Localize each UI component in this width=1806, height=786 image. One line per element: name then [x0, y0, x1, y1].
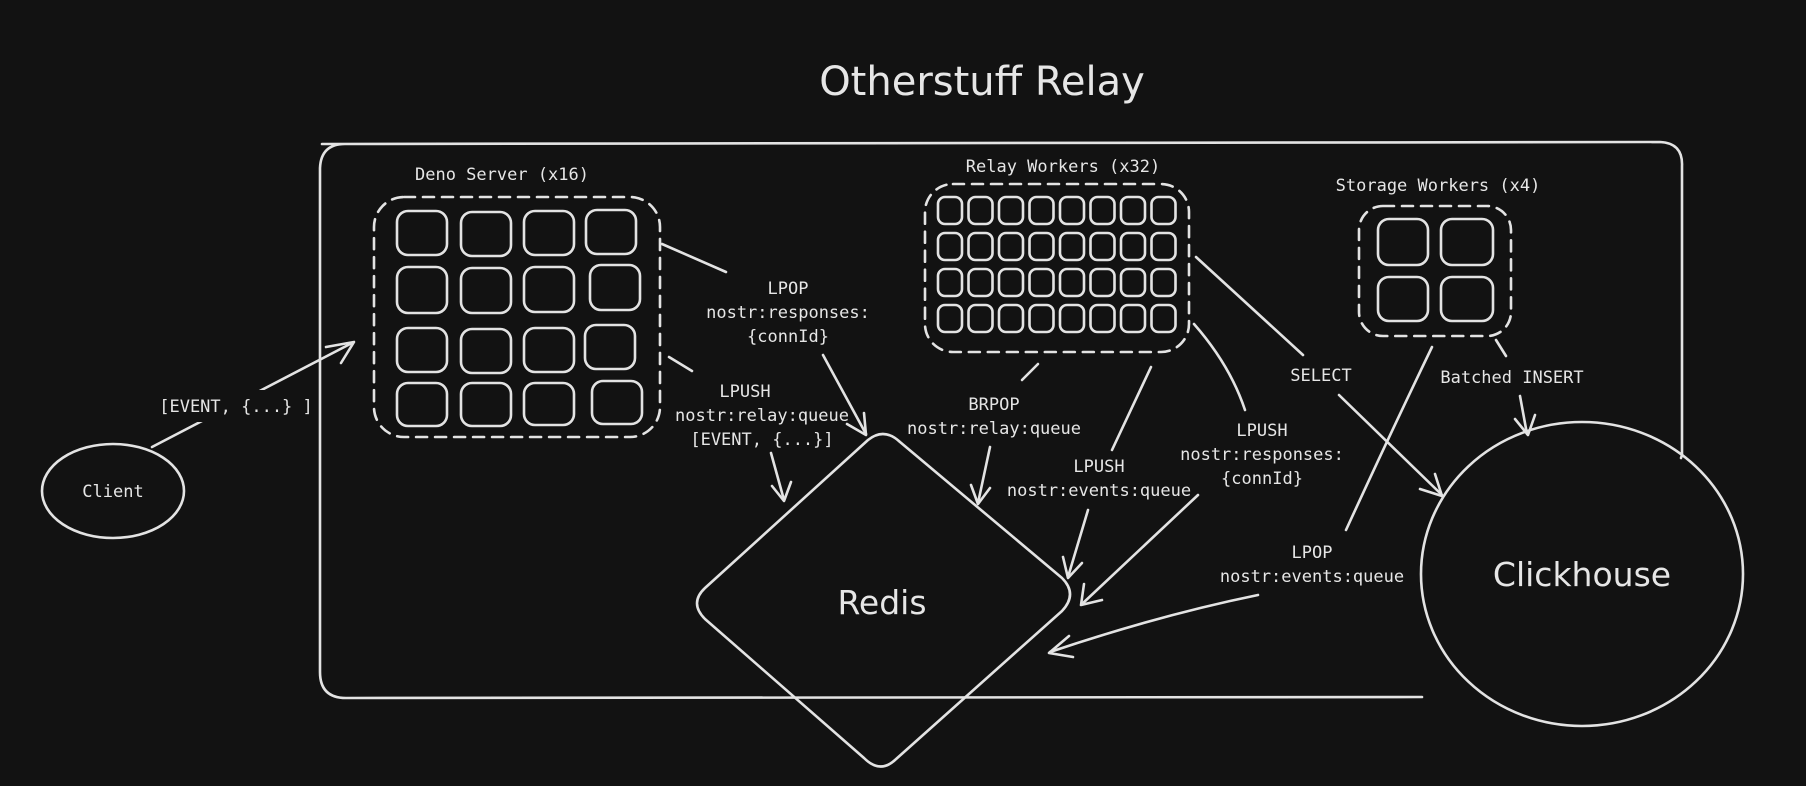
edge-deno-to-redis-lpush: LPUSH nostr:relay:queue [EVENT, {...}] [667, 355, 849, 503]
relay-worker-instance [936, 195, 964, 226]
relay-worker-instances [936, 195, 1177, 334]
deno-server-label: Deno Server (x16) [415, 165, 589, 185]
clickhouse-node [1419, 420, 1745, 728]
edge-label-lpush-relay-1: nostr:relay:queue [675, 406, 849, 426]
storage-workers-label: Storage Workers (x4) [1336, 176, 1541, 196]
relay-worker-instance [1119, 195, 1147, 226]
relay-worker-instance [936, 303, 964, 334]
edge-label-batched-insert: Batched INSERT [1440, 368, 1583, 388]
relay-worker-instance [1089, 267, 1116, 298]
clickhouse-label: Clickhouse [1493, 555, 1671, 594]
relay-worker-instance [1119, 303, 1147, 334]
relay-worker-instance [1150, 195, 1177, 226]
relay-worker-instance [967, 231, 994, 262]
relay-worker-instance [1058, 303, 1086, 334]
relay-worker-instance [1058, 267, 1086, 298]
edge-label-lpush-responses-2: {connId} [1221, 469, 1303, 489]
redis-node [695, 432, 1072, 768]
storage-workers-group [1357, 204, 1513, 338]
edge-label-lpush-responses-0: LPUSH [1236, 421, 1287, 441]
edge-label-lpush-events-1: nostr:events:queue [1007, 481, 1191, 501]
relay-workers-group [923, 182, 1191, 354]
relay-worker-instance [967, 303, 994, 334]
edge-client-to-deno: [EVENT, {...} ] [150, 340, 356, 449]
edge-label-select: SELECT [1290, 366, 1351, 386]
relay-worker-instance [1058, 231, 1086, 262]
client-node [40, 442, 186, 540]
relay-worker-instance [1119, 267, 1147, 298]
edge-label-lpop-responses-2: {connId} [747, 327, 829, 347]
edge-label-lpop-events-1: nostr:events:queue [1220, 567, 1404, 587]
edge-storage-to-redis-lpop-events: LPOP nostr:events:queue [1047, 345, 1434, 659]
edge-label-lpush-events-0: LPUSH [1073, 457, 1124, 477]
edge-label-brpop-0: BRPOP [968, 395, 1019, 415]
client-label: Client [82, 482, 143, 502]
relay-worker-instance [1150, 303, 1177, 334]
relay-worker-instance [1119, 231, 1147, 262]
deno-server-instances [395, 208, 644, 428]
relay-worker-instance [967, 195, 994, 226]
edge-label-lpop-responses-1: nostr:responses: [706, 303, 870, 323]
edge-label-lpush-relay-0: LPUSH [719, 382, 770, 402]
storage-worker-instances [1376, 217, 1495, 323]
relay-worker-instance [997, 195, 1025, 226]
edge-label-brpop-1: nostr:relay:queue [907, 419, 1081, 439]
relay-worker-instance [936, 267, 964, 298]
relay-workers-label: Relay Workers (x32) [966, 157, 1160, 177]
relay-worker-instance [1058, 195, 1086, 226]
edge-redis-to-deno-lpop: LPOP nostr:responses: {connId} [660, 242, 870, 437]
relay-worker-instance [1028, 303, 1055, 334]
relay-worker-instance [1089, 195, 1116, 226]
relay-worker-instance [1150, 267, 1177, 298]
edge-label-lpop-responses-0: LPOP [768, 279, 809, 299]
redis-label: Redis [837, 583, 926, 622]
edge-label-client-event: [EVENT, {...} ] [159, 397, 313, 417]
relay-worker-instance [997, 267, 1025, 298]
edge-label-lpush-relay-2: [EVENT, {...}] [690, 430, 833, 450]
edge-relay-workers-lpush-responses: LPUSH nostr:responses: {connId} [1079, 322, 1344, 607]
edge-label-lpush-responses-1: nostr:responses: [1180, 445, 1344, 465]
relay-worker-instance [936, 231, 964, 262]
relay-worker-instance [1028, 231, 1055, 262]
relay-worker-instance [997, 303, 1025, 334]
deno-server-group [372, 195, 662, 439]
edge-relay-workers-brpop: BRPOP nostr:relay:queue [907, 362, 1081, 506]
relay-worker-instance [1150, 231, 1177, 262]
relay-worker-instance [997, 231, 1025, 262]
edge-label-lpop-events-0: LPOP [1292, 543, 1333, 563]
diagram-title: Otherstuff Relay [819, 59, 1145, 105]
relay-worker-instance [1089, 231, 1116, 262]
edge-relay-workers-lpush-events: LPUSH nostr:events:queue [1007, 365, 1191, 580]
relay-worker-instance [1089, 303, 1116, 334]
relay-worker-instance [967, 267, 994, 298]
edge-relay-workers-select: SELECT [1194, 255, 1444, 498]
relay-worker-instance [1028, 195, 1055, 226]
edge-storage-to-clickhouse-insert: Batched INSERT [1440, 338, 1584, 437]
relay-worker-instance [1028, 267, 1055, 298]
